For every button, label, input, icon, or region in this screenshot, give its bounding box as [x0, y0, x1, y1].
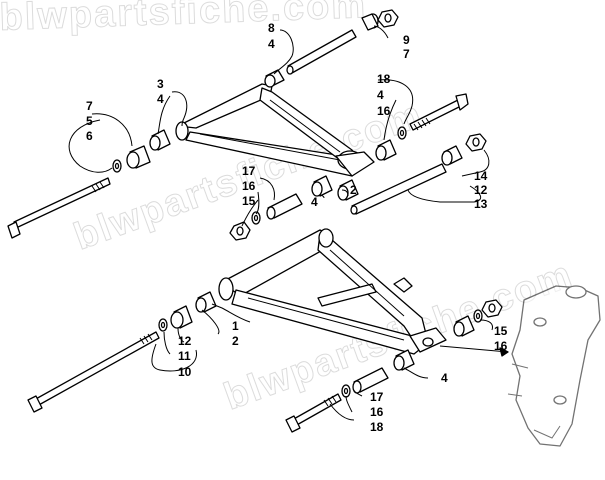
bushing-4-middle[interactable] [311, 175, 333, 197]
watermark-text-top: blwpartsfiche.com [0, 0, 368, 39]
nut-15-lower-right[interactable] [481, 299, 503, 318]
bushing-12-lower-left[interactable] [170, 305, 193, 329]
pointer-arrow-to-knuckle [439, 345, 509, 353]
bushing-4-lower-middle[interactable] [393, 349, 415, 371]
nut-14-right[interactable] [465, 133, 487, 152]
lower-a-arm[interactable] [218, 228, 447, 355]
callout-7-top: 7 [403, 47, 410, 61]
callout-15-middle: 15 [242, 194, 256, 208]
callout-16-lower: 16 [370, 405, 384, 419]
bolt-long-upper[interactable] [7, 177, 111, 239]
bushing-4-upper-right[interactable] [375, 139, 397, 161]
callout-14: 14 [474, 169, 488, 183]
washer-16-middle[interactable] [251, 211, 261, 225]
bushing-1-lower-left[interactable] [195, 291, 217, 313]
callout-18-upper: 18 [377, 72, 391, 86]
bushing-8-top[interactable] [264, 69, 285, 88]
sleeve-17-middle[interactable] [266, 193, 303, 220]
callout-1: 1 [232, 319, 239, 333]
callout-10: 10 [178, 365, 192, 379]
callout-2-upper: 2 [350, 183, 357, 197]
bolt-10-lower[interactable] [27, 331, 160, 413]
callout-13: 13 [474, 197, 488, 211]
callout-16-lower-right: 16 [494, 339, 508, 353]
washer-16-lower-right[interactable] [473, 309, 483, 323]
callout-2-lower: 2 [232, 334, 239, 348]
upper-a-arm[interactable] [175, 83, 375, 177]
bolt-18-upper[interactable] [409, 93, 469, 131]
callout-18-lower: 18 [370, 420, 384, 434]
callout-4-upper-right: 4 [377, 88, 384, 102]
callout-15-lower: 15 [494, 324, 508, 338]
callout-7-left: 7 [86, 99, 93, 113]
washer-5-upper-left[interactable] [112, 159, 122, 173]
callout-16-upper: 16 [377, 104, 391, 118]
callout-4-lower: 4 [441, 371, 448, 385]
washer-11-lower-left[interactable] [158, 318, 168, 332]
washer-16-upper-right[interactable] [397, 126, 407, 140]
upper-pivot-shaft[interactable] [286, 29, 357, 75]
callout-3: 3 [157, 77, 164, 91]
callout-8: 8 [268, 21, 275, 35]
leader-lines [68, 25, 493, 421]
callout-4-upper-left: 4 [157, 92, 164, 106]
callout-12-right: 12 [474, 183, 488, 197]
callout-17-lower: 17 [370, 390, 384, 404]
nut-15-middle[interactable] [229, 221, 251, 241]
callout-17-upper: 17 [242, 164, 256, 178]
spindle-knuckle [507, 285, 601, 447]
callout-12-lower-left: 12 [178, 334, 192, 348]
bushing-12-right[interactable] [441, 145, 463, 166]
nut-9-top[interactable] [377, 9, 399, 28]
bolt-18-lower[interactable] [285, 393, 342, 433]
callout-5: 5 [86, 114, 93, 128]
callout-11: 11 [178, 349, 191, 363]
callout-4-middle: 4 [311, 195, 318, 209]
bushing-4-upper-left[interactable] [149, 129, 171, 151]
callouts: 8 4 9 7 3 4 18 4 16 7 5 6 17 16 15 4 2 1… [86, 21, 508, 434]
callout-16-middle: 16 [242, 179, 256, 193]
washer-16-lower-middle[interactable] [341, 384, 351, 398]
callout-9: 9 [403, 33, 410, 47]
callout-6: 6 [86, 129, 93, 143]
bushing-4-lower-right[interactable] [453, 315, 475, 337]
arrowhead-knuckle [499, 347, 509, 357]
bushing-2-middle[interactable] [337, 179, 359, 201]
callout-4-shaft: 4 [268, 37, 275, 51]
sleeve-17-lower[interactable] [352, 367, 389, 394]
shaft-13[interactable] [350, 163, 447, 215]
spacer-6-upper-left[interactable] [126, 145, 151, 169]
